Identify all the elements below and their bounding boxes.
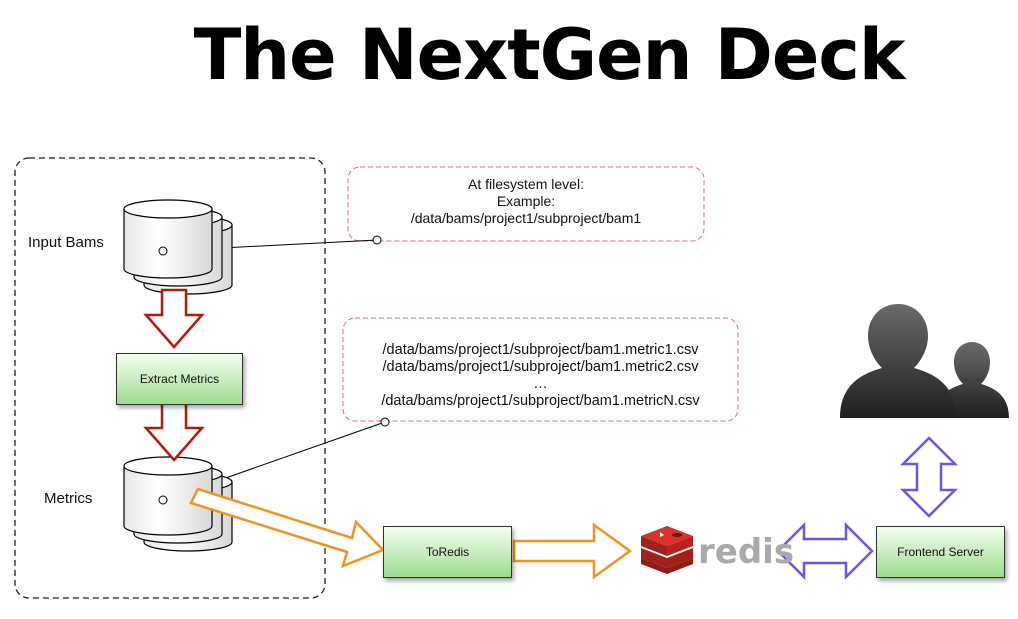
input-bams-database-icon <box>123 199 233 295</box>
page-title: The NextGen Deck <box>193 14 906 96</box>
metric-files-note: /data/bams/project1/subproject/bam1.metr… <box>343 342 738 410</box>
toredis-to-redis-arrow <box>512 522 633 580</box>
metric-file-line-4: /data/bams/project1/subproject/bam1.metr… <box>381 393 700 409</box>
redis-logo-icon: redis <box>641 526 794 574</box>
extract-metrics-box: Extract Metrics <box>116 353 243 405</box>
redis-frontend-double-arrow <box>776 521 874 581</box>
redis-logo-text: redis <box>698 532 794 572</box>
users-icon <box>840 304 1009 418</box>
frontend-server-box: Frontend Server <box>876 526 1005 578</box>
toredis-box: ToRedis <box>383 526 512 578</box>
pipeline-container <box>14 157 326 599</box>
metric-file-line-3: … <box>533 376 548 392</box>
input-bams-label: Input Bams <box>28 234 104 251</box>
filesystem-note: At filesystem level: Example: /data/bams… <box>348 176 704 227</box>
metrics-to-toredis-arrow <box>189 487 386 569</box>
users-frontend-double-arrow <box>899 436 959 518</box>
down-arrow-2 <box>143 401 205 462</box>
metric-file-line-1: /data/bams/project1/subproject/bam1.metr… <box>382 342 699 358</box>
filesystem-note-line-2: Example: <box>496 193 556 209</box>
input-bams-connector-end <box>372 235 382 245</box>
metrics-connector-end <box>380 417 390 427</box>
down-arrow-1 <box>143 288 205 349</box>
filesystem-note-line-1: At filesystem level: <box>468 176 584 192</box>
metrics-label: Metrics <box>44 490 93 507</box>
filesystem-note-line-3: /data/bams/project1/subproject/bam1 <box>410 210 642 226</box>
metric-files-note-box <box>342 317 739 422</box>
metric-file-line-2: /data/bams/project1/subproject/bam1.metr… <box>382 359 699 375</box>
filesystem-note-box <box>347 166 705 242</box>
